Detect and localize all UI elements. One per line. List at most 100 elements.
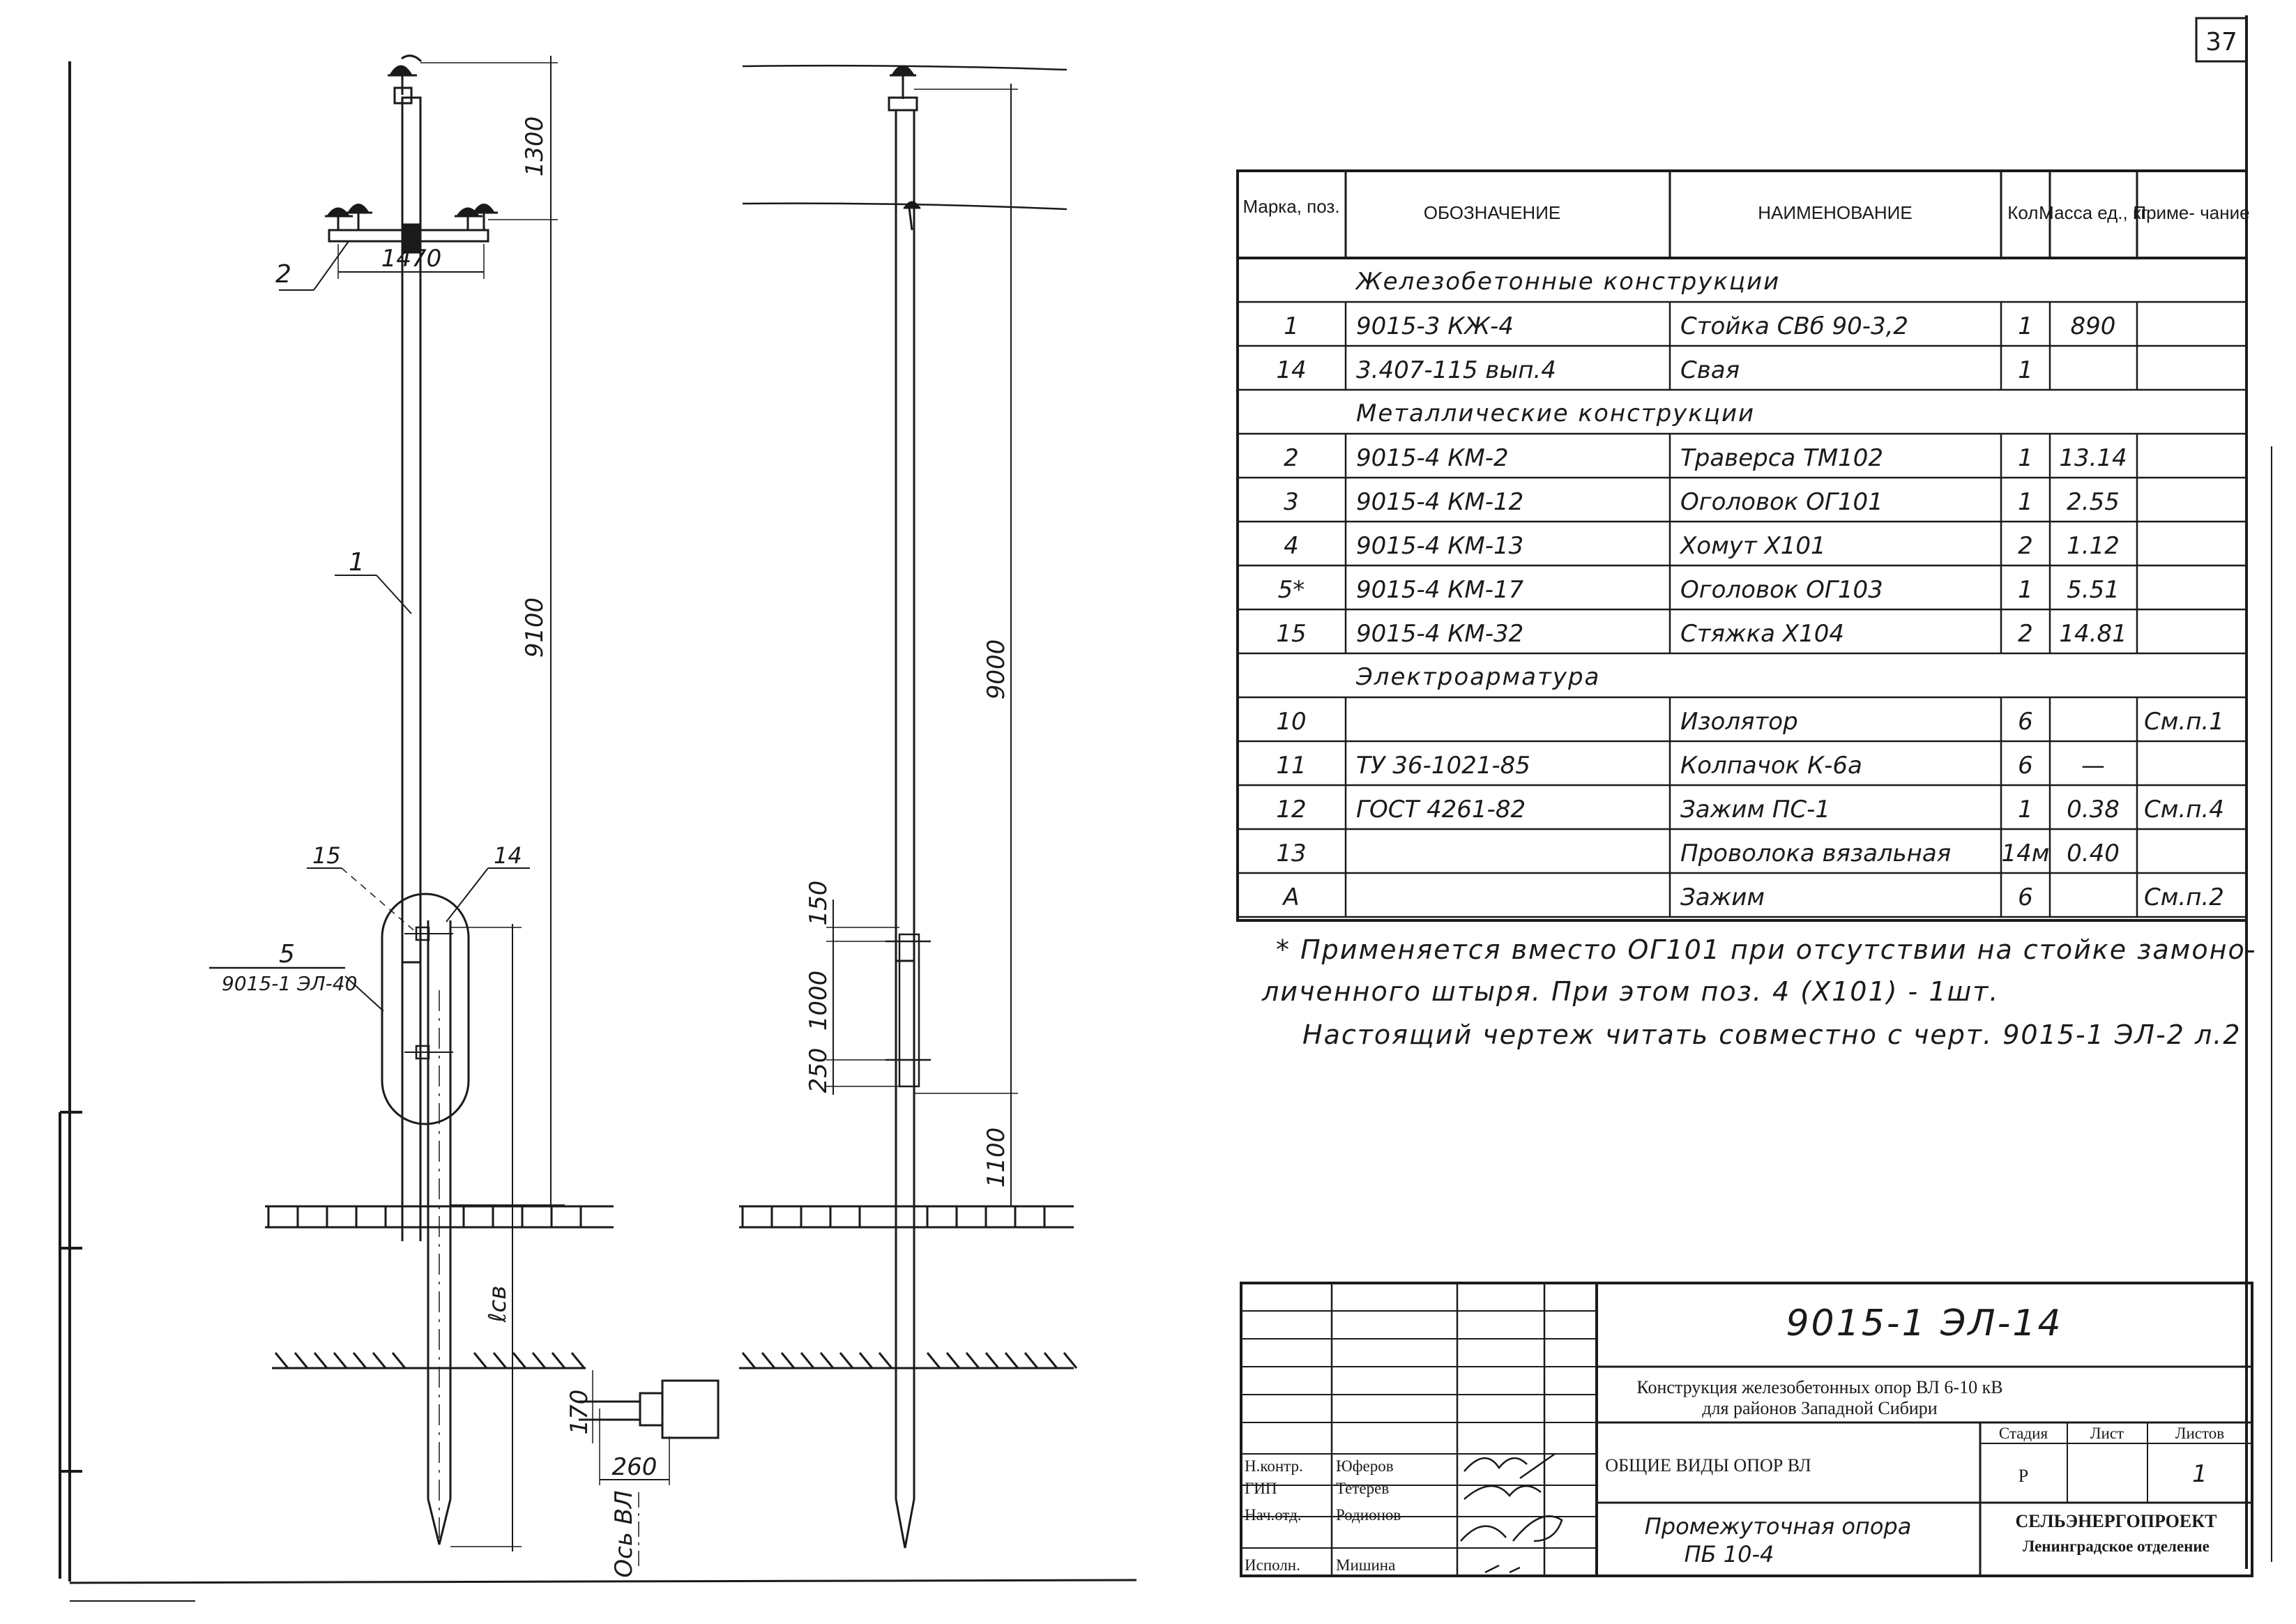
title-block-grid — [1240, 1282, 2253, 1577]
spec-cell-name: Оголовок ОГ101 — [1680, 488, 1883, 516]
sheet-label: Лист — [2090, 1425, 2124, 1442]
spec-cell-mass: 1.12 — [2067, 532, 2120, 560]
spec-cell-mark: 11 — [1276, 752, 1306, 780]
spec-cell-mark: 1 — [1284, 312, 1299, 340]
spec-cell-designation: 9015-4 КМ-17 — [1356, 576, 1524, 604]
crossarm-icon — [325, 204, 498, 254]
header-mark: Марка, поз. — [1242, 196, 1339, 217]
note-line-1: * Применяется вместо ОГ101 при отсутстви… — [1276, 934, 2256, 965]
drawing-title-1: Промежуточная опора — [1645, 1513, 1912, 1540]
ground-hatching-right — [741, 1206, 1078, 1369]
left-pole-view — [209, 54, 720, 1569]
spec-cell-mass: 890 — [2071, 312, 2116, 340]
notes-block: * Применяется вместо ОГ101 при отсутстви… — [1261, 934, 2256, 1050]
spec-cell-mark: 5* — [1278, 576, 1305, 604]
section-title: Электроарматура — [1355, 663, 1600, 691]
spec-cell-qty: 1 — [2018, 312, 2033, 340]
spec-cell-mark: А — [1282, 883, 1299, 911]
organization: СЕЛЬЭНЕРГОПРОЕКТ — [2016, 1511, 2217, 1531]
dim-lsv-label: ℓсв — [484, 1286, 512, 1323]
right-dim-1000-label: 1000 — [805, 971, 833, 1031]
spec-cell-mass: 2.55 — [2067, 488, 2120, 516]
spec-cell-designation: 3.407-115 вып.4 — [1356, 356, 1556, 384]
spec-cell-mass: 0.38 — [2067, 796, 2120, 824]
header-mass: Масса ед., кг — [2039, 202, 2147, 223]
spec-cell-mark: 14 — [1276, 356, 1306, 384]
spec-cell-qty: 6 — [2018, 752, 2033, 780]
page-number-box: 37 — [2195, 17, 2248, 63]
spec-cell-note: См.п.1 — [2144, 708, 2224, 736]
note-line-3: Настоящий чертеж читать совместно с черт… — [1302, 1019, 2242, 1050]
spec-cell-qty: 2 — [2018, 620, 2033, 648]
spec-cell-qty: 1 — [2018, 796, 2033, 824]
dim-9100-label: 9100 — [521, 598, 549, 658]
spec-cell-name: Стяжка Х104 — [1680, 620, 1844, 648]
spec-cell-note: См.п.2 — [2144, 883, 2224, 911]
spec-cell-mass: — — [2081, 752, 2105, 780]
spec-cell-designation: 9015-3 КЖ-4 — [1356, 312, 1514, 340]
spec-cell-name: Проволока вязальная — [1680, 840, 1951, 867]
header-qty: Кол. — [2007, 202, 2043, 223]
callout-1: 1 — [349, 548, 365, 577]
spec-cell-name: Хомут Х101 — [1679, 532, 1826, 560]
page-number: 37 — [2205, 28, 2237, 56]
ground-hatching-left — [267, 1206, 586, 1369]
spec-cell-mark: 4 — [1284, 532, 1299, 560]
signer-role-1: Н.контр. — [1245, 1457, 1303, 1475]
dim-260-label: 260 — [612, 1453, 657, 1481]
project-title-1: Конструкция железобетонных опор ВЛ 6-10 … — [1636, 1377, 2002, 1397]
signer-role-2: ГИП — [1245, 1480, 1277, 1497]
spec-cell-mass: 13.14 — [2059, 444, 2127, 472]
right-pole-view — [739, 64, 1074, 1549]
project-title-2: для районов Западной Сибири — [1702, 1398, 1937, 1418]
header-name: НАИМЕНОВАНИЕ — [1758, 202, 1912, 223]
clamp-detail — [579, 1370, 720, 1485]
signer-name-3: Родионов — [1336, 1506, 1401, 1524]
spec-cell-name: Оголовок ОГ103 — [1680, 576, 1883, 604]
spec-cell-qty: 1 — [2018, 576, 2033, 604]
header-designation: ОБОЗНАЧЕНИЕ — [1424, 202, 1561, 223]
spec-table-grid — [1236, 169, 2248, 922]
right-top-insulator-icon — [888, 65, 921, 231]
spec-cell-mark: 3 — [1284, 488, 1299, 516]
right-dim-150-label: 150 — [805, 881, 833, 926]
spec-cell-qty: 1 — [2018, 488, 2033, 516]
spec-cell-mark: 15 — [1276, 620, 1306, 648]
signatures — [1460, 1452, 1563, 1574]
spec-cell-name: Изолятор — [1680, 708, 1798, 736]
dim-1470-label: 1470 — [381, 245, 442, 273]
spec-cell-designation: ТУ 36-1021-85 — [1356, 752, 1530, 780]
section-title: Железобетонные конструкции — [1355, 268, 1780, 296]
sheets-label: Листов — [2175, 1425, 2224, 1442]
spec-cell-mark: 13 — [1276, 840, 1306, 867]
node-ref: 9015-1 ЭЛ-40 — [222, 972, 357, 995]
signer-role-3: Нач.отд. — [1245, 1506, 1302, 1524]
branch: Ленинградское отделение — [2023, 1538, 2210, 1555]
right-dim-9000-label: 9000 — [982, 639, 1010, 700]
dim-1300-label: 1300 — [521, 116, 549, 177]
spec-cell-qty: 1 — [2018, 444, 2033, 472]
spec-cell-designation: 9015-4 КМ-13 — [1356, 532, 1523, 560]
title-block: 9015-1 ЭЛ-14 Конструкция железобетонных … — [1240, 1282, 2253, 1577]
stage-value: Р — [2018, 1466, 2028, 1486]
sheet-title: ОБЩИЕ ВИДЫ ОПОР ВЛ — [1605, 1455, 1811, 1475]
signer-role-4: Исполн. — [1245, 1556, 1300, 1574]
spec-cell-designation: 9015-4 КМ-12 — [1356, 488, 1523, 516]
spec-cell-designation: ГОСТ 4261-82 — [1356, 796, 1526, 824]
spec-cell-mass: 0.40 — [2067, 840, 2120, 867]
spec-cell-mark: 12 — [1276, 796, 1306, 824]
callout-2: 2 — [275, 260, 291, 289]
pile-shaft — [427, 920, 452, 1545]
spec-cell-designation: 9015-4 КМ-32 — [1356, 620, 1523, 648]
signer-name-4: Мишина — [1336, 1556, 1395, 1574]
